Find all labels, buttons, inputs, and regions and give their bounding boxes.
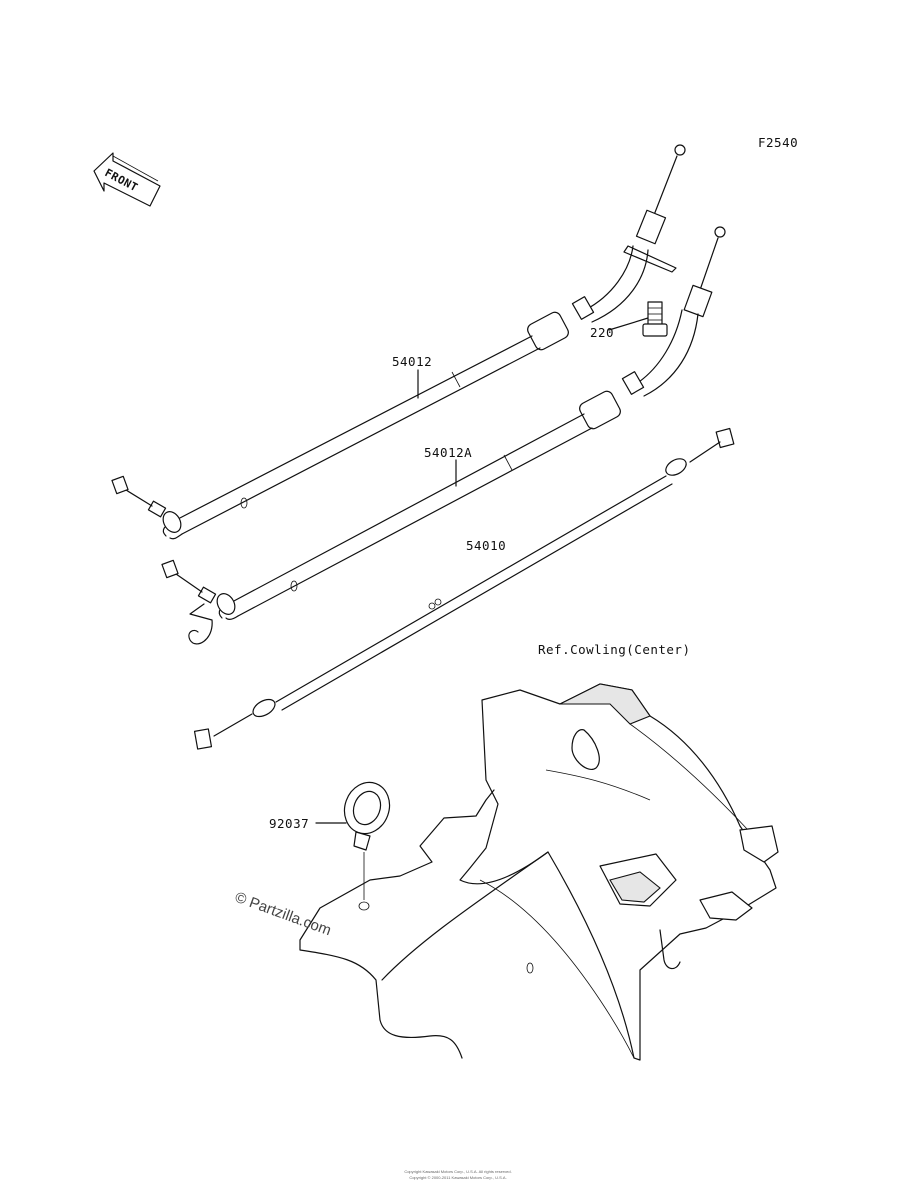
label-54010: 54010 — [466, 538, 506, 553]
grommet-92037 — [343, 781, 391, 911]
label-92037: 92037 — [269, 816, 309, 831]
leader-220 — [608, 317, 649, 331]
front-arrow-icon: FRONT — [93, 152, 161, 207]
figure-code: F2540 — [758, 135, 798, 150]
bolt-220 — [642, 301, 668, 337]
cable-54010 — [193, 427, 735, 750]
reference-label: Ref.Cowling(Center) — [538, 642, 691, 657]
cable-54012 — [111, 144, 686, 540]
footer-line-1: Copyright Kawasaki Motors Corp., U.S.A. … — [404, 1169, 511, 1174]
label-220: 220 — [590, 325, 614, 340]
cowling-center — [299, 683, 779, 1061]
footer-line-2: Copyright © 2000-2011 Kawasaki Motors Co… — [409, 1175, 506, 1180]
label-54012a: 54012A — [424, 445, 472, 460]
cable-54012a — [161, 226, 726, 645]
label-54012: 54012 — [392, 354, 432, 369]
watermark: © Partzilla.com — [233, 889, 334, 940]
